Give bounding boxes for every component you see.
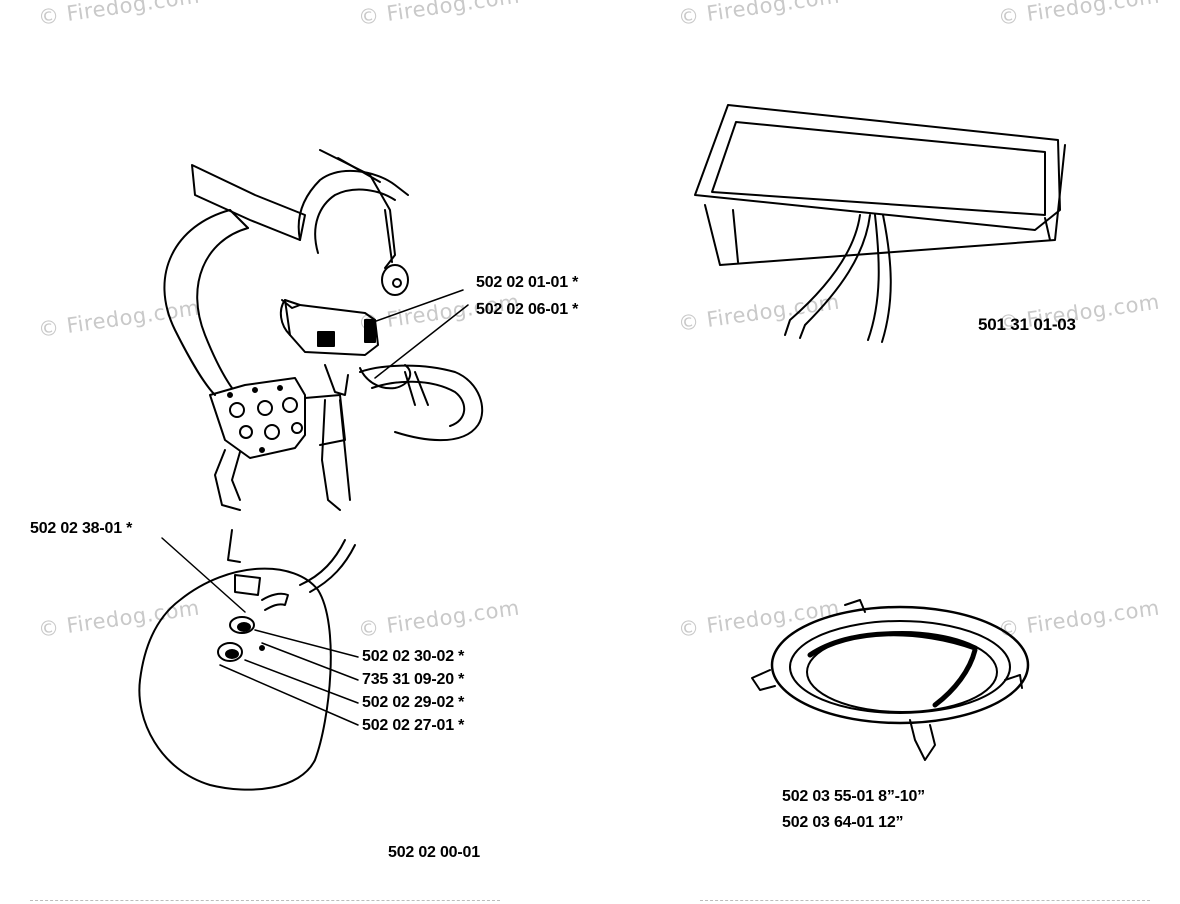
part-label-502-02-06-01: 502 02 06-01 *	[476, 301, 579, 318]
harness-leader-lines	[161, 289, 469, 726]
part-label-502-02-38-01: 502 02 38-01 *	[30, 520, 133, 537]
harness-drawing	[138, 149, 484, 791]
assembly-label-harness: 502 02 00-01	[388, 844, 480, 861]
part-label-735-31-09-20: 735 31 09-20 *	[362, 671, 465, 688]
part-label-ring-8-10: 502 03 55-01 8”-10”	[782, 788, 925, 805]
part-label-ring-12: 502 03 64-01 12”	[782, 814, 904, 831]
footer-divider-right	[700, 900, 1150, 902]
part-label-bag: 501 31 01-03	[978, 315, 1076, 334]
part-label-502-02-29-02: 502 02 29-02 *	[362, 694, 465, 711]
ring-drawing	[751, 599, 1030, 761]
part-label-502-02-27-01: 502 02 27-01 *	[362, 717, 465, 734]
part-label-502-02-01-01: 502 02 01-01 *	[476, 274, 579, 291]
footer-divider-left	[30, 900, 500, 902]
part-label-502-02-30-02: 502 02 30-02 *	[362, 648, 465, 665]
bag-drawing	[694, 104, 1066, 343]
